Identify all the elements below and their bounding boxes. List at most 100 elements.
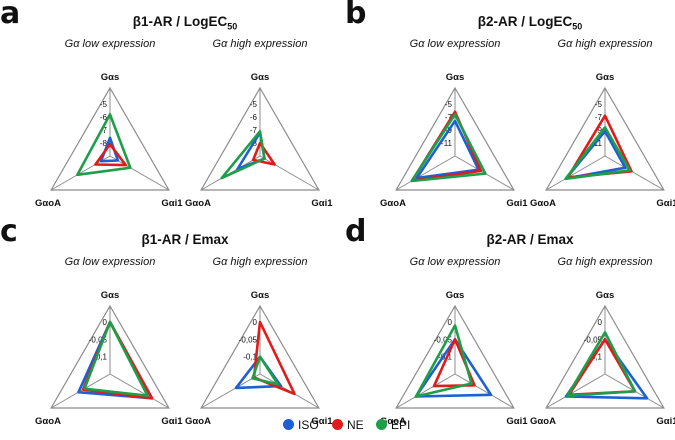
series-epi-line xyxy=(414,324,473,398)
panel-letter: d xyxy=(345,214,367,249)
axis-label: Gαi1 xyxy=(506,416,528,427)
axis-label: Gαs xyxy=(596,72,615,83)
series-epi-line xyxy=(251,355,280,386)
axis-label: Gαs xyxy=(101,72,120,83)
tick-label: -0,1 xyxy=(438,353,452,362)
tick-label: 0 xyxy=(448,318,453,327)
tick-label: -0,05 xyxy=(239,335,258,344)
panel-title: β2-AR / LogEC50 xyxy=(385,14,675,32)
tick-label: -0,05 xyxy=(584,335,603,344)
tick-label: -6 xyxy=(250,113,258,122)
tick-label: -7 xyxy=(595,113,603,122)
legend-item-epi: EPI xyxy=(376,418,410,432)
axis-label: Gαi1 xyxy=(161,198,183,209)
tick-label: -0,05 xyxy=(434,335,453,344)
axis-label: GαoA xyxy=(530,416,556,427)
axis-label: Gαs xyxy=(596,290,615,301)
subchart-title: Gα low expression xyxy=(64,38,156,50)
radar-spoke xyxy=(109,373,170,409)
tick-label: 0 xyxy=(253,318,258,327)
legend-item-ne: NE xyxy=(332,418,364,432)
axis-label: Gαi1 xyxy=(311,198,333,209)
axis-label: GαoA xyxy=(185,416,211,427)
panel-title-text: β1-AR / Emax xyxy=(141,232,229,247)
series-epi-line xyxy=(410,113,487,183)
series-ne-line xyxy=(251,141,276,166)
tick-label: -0,05 xyxy=(89,335,108,344)
tick-label: -7 xyxy=(100,126,108,135)
radar-frame xyxy=(200,86,320,191)
series-epi-line xyxy=(566,331,637,397)
radar-frame xyxy=(545,86,665,191)
panel-letter: b xyxy=(345,0,367,31)
axis-label: GαoA xyxy=(35,198,61,209)
tick-label: -6 xyxy=(100,113,108,122)
tick-label: -0,1 xyxy=(588,353,602,362)
radar-spoke xyxy=(545,155,606,191)
radar-spoke xyxy=(604,155,665,191)
tick-label: -5 xyxy=(445,100,453,109)
tick-label: -0,1 xyxy=(243,353,257,362)
axis-label: GαoA xyxy=(530,198,556,209)
axis-label: GαoA xyxy=(380,416,406,427)
legend-item-iso: ISO xyxy=(283,418,319,432)
legend-dot-icon xyxy=(376,419,387,430)
axis-label: Gαi1 xyxy=(311,416,333,427)
panel-title: β1-AR / Emax xyxy=(40,232,330,247)
tick-label: -11 xyxy=(441,139,453,148)
tick-label: -7 xyxy=(445,113,453,122)
series-epi-line xyxy=(83,320,149,397)
series-iso-line xyxy=(415,119,480,180)
subchart-title: Gα low expression xyxy=(409,256,501,268)
radar-spoke xyxy=(395,373,456,409)
radar-spoke xyxy=(109,155,170,191)
series-epi-line xyxy=(564,126,632,181)
axis-label: Gαi1 xyxy=(656,416,675,427)
axis-label: Gαi1 xyxy=(656,198,675,209)
legend-label: EPI xyxy=(391,418,411,432)
tick-label: 0 xyxy=(598,318,603,327)
radar-frame xyxy=(50,304,170,409)
subchart-title: Gα high expression xyxy=(212,38,308,50)
series-ne-line xyxy=(252,320,296,396)
panel-d: d β2-AR / Emax Gα low expression 0 -0,05 -0,1… xyxy=(345,214,675,433)
radar-spoke xyxy=(454,373,515,409)
tick-label: -5 xyxy=(250,100,258,109)
radar-spoke xyxy=(50,373,111,409)
axis-label: Gαs xyxy=(446,290,465,301)
panel-title: β1-AR / LogEC50 xyxy=(40,14,330,32)
series-iso-line xyxy=(414,338,493,398)
legend-label: ISO xyxy=(298,418,319,432)
axis-label: Gαi1 xyxy=(161,416,183,427)
tick-label: -0,1 xyxy=(93,353,107,362)
axis-label: Gαi1 xyxy=(506,198,528,209)
panel-title-text: β2-AR / Emax xyxy=(486,232,574,247)
panel-title: β2-AR / Emax xyxy=(385,232,675,247)
panel-letter: c xyxy=(0,214,18,249)
tick-label: -5 xyxy=(100,100,108,109)
axis-label: Gαs xyxy=(251,290,270,301)
panel-title-subscript: 50 xyxy=(227,21,238,32)
panel-title-text: β1-AR / LogEC xyxy=(132,14,228,29)
axis-label: Gαs xyxy=(446,72,465,83)
panel-title-subscript: 50 xyxy=(572,21,583,32)
radar-spoke xyxy=(545,373,606,409)
